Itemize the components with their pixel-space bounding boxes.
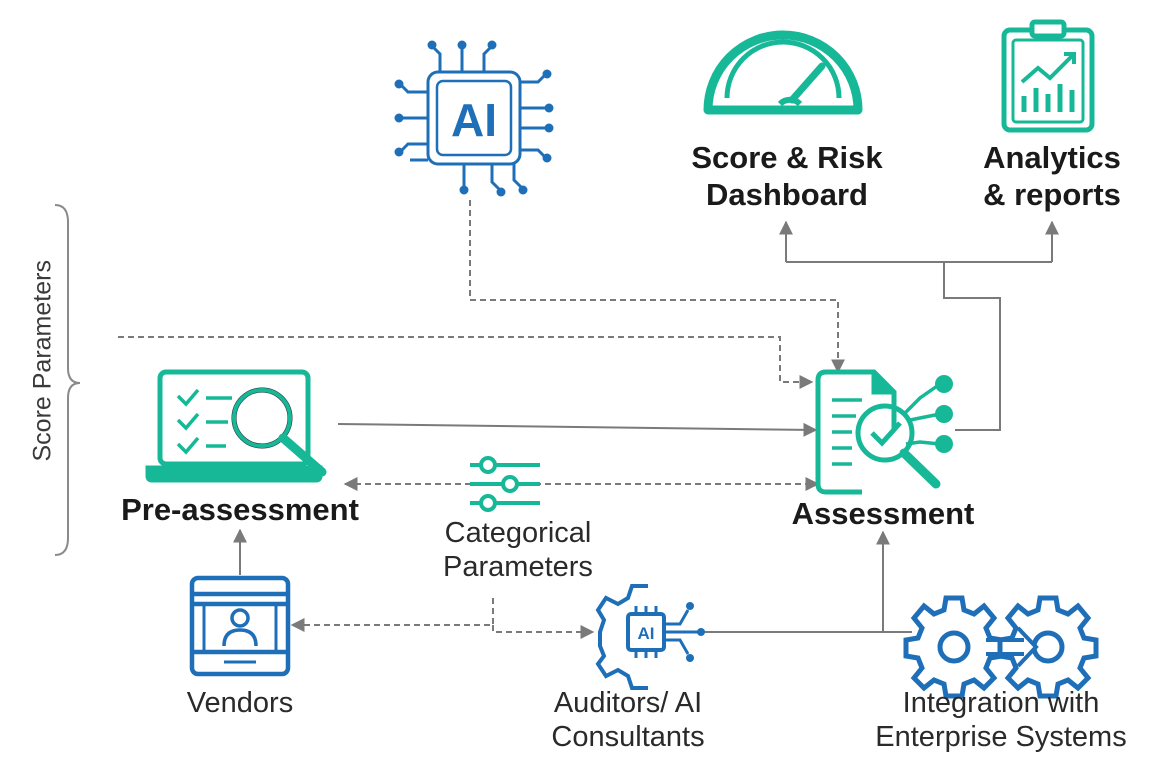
- score-dashboard-label: Score & Risk Dashboard: [672, 140, 902, 213]
- integration-gears-icon: [903, 595, 1099, 699]
- assessment-label: Assessment: [791, 496, 975, 531]
- ai-chip-icon: [394, 40, 554, 197]
- categorical-parameters-label: Categorical Parameters: [408, 516, 628, 584]
- score-dashboard-line2: Dashboard: [706, 176, 868, 212]
- auditors-label: Auditors/ AI Consultants: [518, 686, 738, 754]
- integration-line2: Enterprise Systems: [875, 721, 1127, 754]
- categorical-to-auditors-connector: [492, 625, 595, 639]
- score-parameters-bracket: [54, 204, 81, 556]
- ai-to-assessment-connector: [469, 200, 845, 374]
- connectors: [118, 200, 1059, 639]
- ai-badge-text: AI: [638, 624, 655, 643]
- analytics-line2: & reports: [983, 176, 1121, 212]
- clipboard-chart-icon: [1001, 19, 1095, 133]
- pre-assessment-label: Pre-assessment: [121, 492, 359, 527]
- categorical-line2: Parameters: [443, 551, 593, 584]
- pre-to-assessment-connector: [337, 422, 818, 437]
- sliders-icon: [470, 456, 540, 512]
- assessment-output-connector: [943, 262, 1001, 431]
- score-dashboard-line1: Score & Risk: [691, 140, 883, 175]
- categorical-line1: Categorical: [444, 517, 592, 549]
- categorical-to-vendors-connector: [290, 598, 494, 632]
- ai-chip-text: AI: [451, 94, 497, 146]
- gauge-icon: [703, 30, 863, 115]
- score-params-connector: [118, 336, 814, 389]
- laptop-search-icon: [145, 369, 327, 483]
- auditors-line1: Auditors/ AI: [553, 687, 703, 719]
- vendor-booth-icon: [189, 575, 291, 677]
- score-parameters-label: Score Parameters: [28, 260, 57, 462]
- vendors-label: Vendors: [186, 687, 294, 719]
- integration-line1: Integration with: [902, 687, 1100, 719]
- document-check-icon: [815, 369, 953, 495]
- auditor-gear-ai-icon: [595, 584, 705, 690]
- integration-label: Integration with Enterprise Systems: [850, 686, 1152, 754]
- auditors-line2: Consultants: [551, 721, 705, 754]
- analytics-line1: Analytics: [983, 140, 1121, 175]
- analytics-label: Analytics & reports: [962, 140, 1142, 213]
